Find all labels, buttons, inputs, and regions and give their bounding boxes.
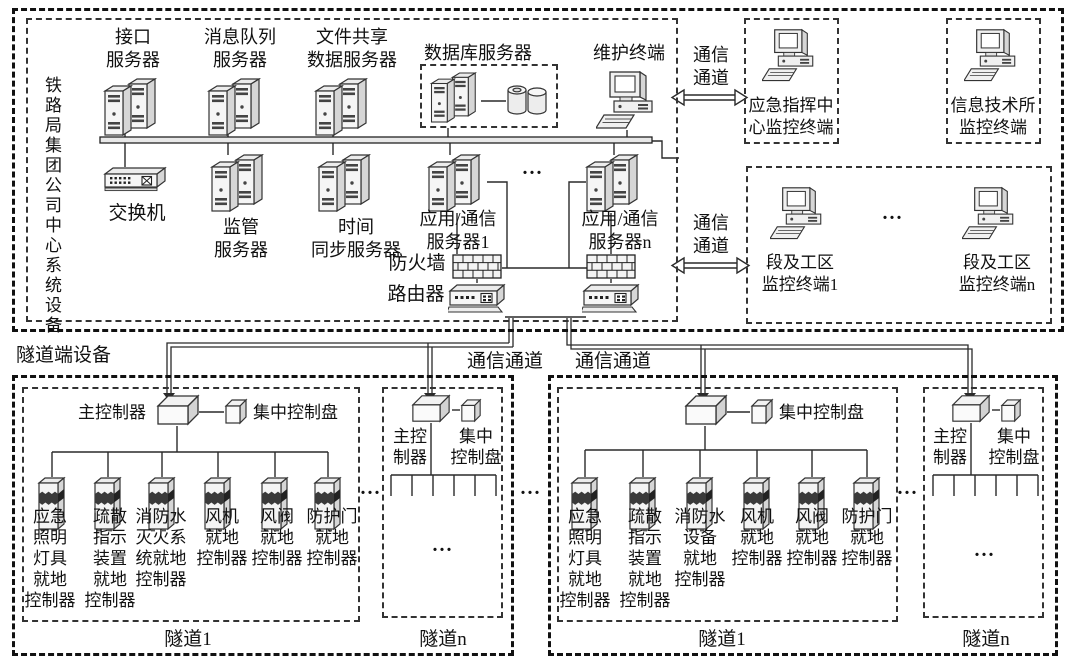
app-comm-server-1-icon bbox=[425, 154, 489, 212]
comm-channel-mid-label: 通信 通道 bbox=[693, 213, 729, 256]
mq-server-icon bbox=[205, 78, 269, 136]
device-label: 疏散 指示 装置 就地 控制器 bbox=[84, 507, 136, 610]
left-tunnel-n-central-panel-icon bbox=[460, 398, 482, 423]
maintenance-terminal-label: 维护终端 bbox=[593, 43, 665, 63]
device-label: 风阀 就地 控制器 bbox=[251, 507, 303, 568]
it-institute-label: 信息技术所 监控终端 bbox=[950, 96, 1036, 137]
router-n-icon bbox=[582, 283, 640, 315]
right-group-ellipsis: ... bbox=[897, 477, 919, 499]
app-comm-server-n-icon bbox=[583, 154, 647, 212]
right-tunnel-n-main-controller-icon bbox=[951, 394, 991, 423]
switch-icon bbox=[103, 166, 167, 193]
section-terminal-1-icon bbox=[770, 184, 828, 246]
time-sync-server-label: 时间 同步服务器 bbox=[311, 217, 401, 260]
center-system-side-label: 铁路局集团公司中心系统设备 bbox=[42, 76, 61, 336]
device-label: 防护门 就地 控制器 bbox=[841, 507, 893, 568]
left-tunnel-n-name: 隧道n bbox=[419, 629, 467, 650]
between-groups-ellipsis: ... bbox=[520, 477, 542, 499]
right-tunnel1-name: 隧道1 bbox=[698, 629, 746, 650]
database-server-box bbox=[420, 64, 558, 128]
fileshare-server-label: 文件共享 数据服务器 bbox=[307, 27, 397, 70]
supervision-server-label: 监管 服务器 bbox=[214, 217, 268, 260]
left-tunnel-n-main-controller-icon bbox=[411, 394, 451, 423]
right-tunnel-n-box bbox=[923, 387, 1044, 618]
it-institute-box bbox=[946, 18, 1041, 144]
maintenance-terminal-icon bbox=[596, 70, 660, 134]
emergency-center-label: 应急指挥中 心监控终端 bbox=[748, 96, 834, 137]
app-comm-server-n-label: 应用/通信 服务器n bbox=[581, 209, 659, 252]
comm-channel-left-label: 通信通道 bbox=[466, 351, 544, 372]
mq-server-label: 消息队列 服务器 bbox=[204, 27, 276, 70]
section-terminal-n-icon bbox=[962, 184, 1020, 246]
time-sync-server-icon bbox=[315, 154, 379, 212]
center-system-box bbox=[26, 18, 678, 322]
left-tunnel1-main-controller-label: 主控制器 bbox=[78, 403, 146, 422]
servers-ellipsis: ... bbox=[522, 157, 544, 179]
device-label: 消防水 灭火系 统就地 控制器 bbox=[135, 507, 187, 589]
device-label: 风机 就地 控制器 bbox=[196, 507, 248, 568]
right-tunnel-n-name: 隧道n bbox=[962, 629, 1010, 650]
left-group-ellipsis: ... bbox=[360, 477, 382, 499]
section-terminal-n-label: 段及工区 监控终端n bbox=[958, 253, 1036, 294]
firewall-1-icon bbox=[452, 254, 502, 279]
device-label: 应急 照明 灯具 就地 控制器 bbox=[24, 507, 76, 610]
right-tunnel-n-ellipsis: ... bbox=[974, 539, 996, 561]
section-terminal-1-label: 段及工区 监控终端1 bbox=[761, 253, 839, 294]
database-server-label: 数据库服务器 bbox=[424, 43, 532, 63]
device-label: 疏散 指示 装置 就地 控制器 bbox=[619, 507, 671, 610]
firewall-n-icon bbox=[586, 254, 636, 279]
right-tunnel1-central-panel-icon bbox=[750, 398, 774, 425]
device-label: 消防水 设备 就地 控制器 bbox=[674, 507, 726, 589]
device-label: 风机 就地 控制器 bbox=[731, 507, 783, 568]
emergency-center-terminal-icon bbox=[762, 26, 820, 88]
right-tunnel1-central-panel-label: 集中控制盘 bbox=[779, 403, 864, 422]
left-tunnel1-central-panel-label: 集中控制盘 bbox=[253, 403, 338, 422]
tunnel-side-title: 隧道端设备 bbox=[16, 345, 112, 366]
database-server-icon bbox=[428, 72, 484, 123]
comm-channel-top-label: 通信 通道 bbox=[693, 45, 729, 88]
disk-array-icon bbox=[506, 84, 548, 118]
left-tunnel-n-central-panel-label: 集中 控制盘 bbox=[450, 427, 502, 467]
left-tunnel1-name: 隧道1 bbox=[164, 629, 212, 650]
left-tunnel-n-main-controller-label: 主控 制器 bbox=[393, 427, 427, 467]
right-tunnel-n-main-controller-label: 主控 制器 bbox=[933, 427, 967, 467]
device-label: 风阀 就地 控制器 bbox=[786, 507, 838, 568]
left-tunnel-n-ellipsis: ... bbox=[432, 534, 454, 556]
right-tunnel-n-central-panel-icon bbox=[1000, 398, 1022, 423]
comm-channel-right-label: 通信通道 bbox=[574, 351, 652, 372]
device-label: 防护门 就地 控制器 bbox=[306, 507, 358, 568]
interface-server-icon bbox=[101, 78, 165, 136]
right-tunnel-n-central-panel-label: 集中 控制盘 bbox=[988, 427, 1040, 467]
left-tunnel1-central-panel-icon bbox=[224, 398, 248, 425]
device-label: 应急 照明 灯具 就地 控制器 bbox=[559, 507, 611, 610]
right-tunnel1-main-controller-icon bbox=[684, 394, 728, 426]
section-terminals-ellipsis: ... bbox=[882, 202, 904, 224]
supervision-server-icon bbox=[208, 154, 272, 212]
switch-label: 交换机 bbox=[108, 203, 166, 224]
router-1-icon bbox=[448, 283, 506, 315]
top-outer-box bbox=[12, 8, 1064, 332]
fileshare-server-icon bbox=[312, 78, 376, 136]
app-comm-server-1-label: 应用/通信 服务器1 bbox=[419, 209, 497, 252]
left-tunnel1-main-controller-icon bbox=[156, 394, 200, 426]
it-institute-terminal-icon bbox=[964, 26, 1022, 88]
firewall-label: 防火墙 bbox=[388, 253, 446, 274]
emergency-center-box bbox=[744, 18, 839, 144]
router-label: 路由器 bbox=[387, 284, 445, 305]
interface-server-label: 接口 服务器 bbox=[106, 27, 160, 70]
